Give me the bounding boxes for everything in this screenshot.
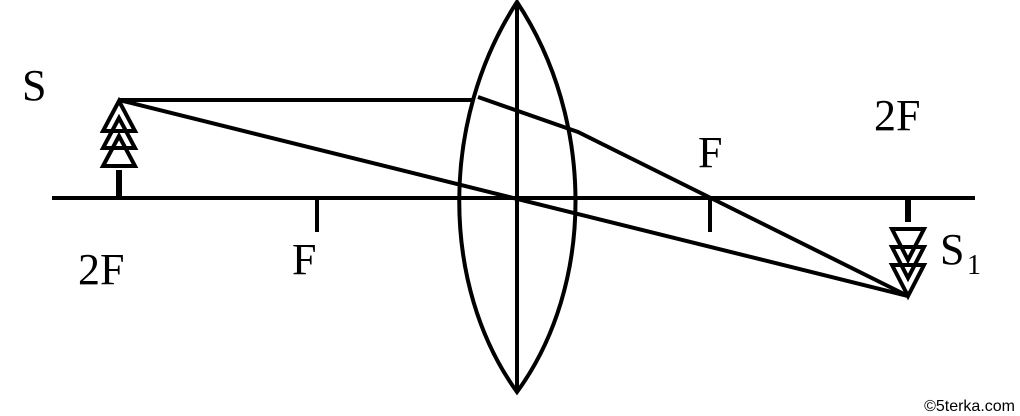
ray-through-center	[118, 98, 909, 298]
double-focus-right-label: 2F	[874, 91, 920, 140]
image-arrow	[888, 198, 928, 301]
image-label: S	[940, 225, 964, 274]
focus-right-label: F	[698, 128, 722, 177]
double-focus-left-label: 2F	[78, 245, 124, 294]
watermark: ©5terka.com	[924, 398, 1015, 415]
image-label-subscript: 1	[967, 250, 981, 281]
ray-refracted	[477, 95, 909, 298]
focus-left-label: F	[292, 235, 316, 284]
object-label: S	[22, 61, 46, 110]
object-arrow	[99, 96, 139, 198]
